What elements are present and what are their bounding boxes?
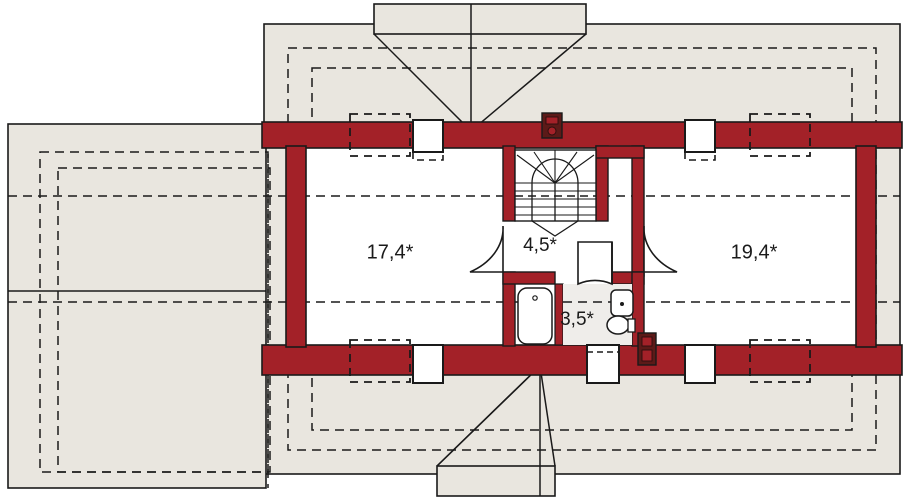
bathtub [517, 287, 553, 345]
window-bottom-left-dashed [349, 339, 411, 383]
window-top-left-dashed [349, 113, 411, 157]
dormer-top-hip-left [373, 33, 472, 132]
stair-direction-arrow [531, 220, 579, 237]
room-label-left: 17,4* [366, 241, 414, 264]
window-top-right [684, 119, 716, 153]
chimney-top [541, 112, 563, 139]
door-swings-group [469, 225, 678, 286]
window-bottom-left [412, 344, 444, 384]
wall-partition-hall-left [502, 145, 516, 222]
wall-exterior-top [261, 121, 903, 149]
window-bottom-right-dashed [749, 339, 811, 383]
dormer-bottom-box [436, 465, 556, 497]
window-top-left-sill [412, 119, 444, 153]
room-label-bath: 3,5* [560, 309, 594, 330]
wall-exterior-left [285, 145, 307, 348]
window-top-left-dash-tail [412, 152, 444, 161]
chimney-bath [637, 332, 657, 366]
toilet-bowl [606, 315, 630, 335]
room-label-right: 19,4* [730, 241, 778, 264]
dashed-annex-inner [57, 167, 271, 473]
door-hall-right [643, 225, 678, 273]
window-bottom-right [684, 344, 716, 384]
door-bath [577, 241, 613, 286]
wall-stub-core-top [595, 145, 645, 159]
chimney-bath-flue-b [641, 349, 653, 362]
window-top-right-dash-tail [684, 152, 716, 161]
wall-exterior-bottom [261, 344, 903, 376]
chimney-top-flue-a [545, 116, 559, 125]
bathtub-drain-icon [532, 295, 538, 301]
door-hall-left [469, 225, 504, 273]
staircase-winder [514, 149, 597, 237]
roof-left-annex [7, 123, 267, 489]
stair-inner-stringer [531, 158, 579, 221]
wall-bath-top-left [502, 271, 556, 285]
room-label-hall: 4,5* [523, 235, 557, 256]
wall-partition-core-right [631, 145, 645, 277]
wall-exterior-right [855, 145, 877, 348]
window-top-right-dashed [749, 113, 811, 157]
window-bath-bottom [586, 344, 620, 384]
dormer-top-hip-right [470, 33, 587, 132]
chimney-top-flue-b [547, 126, 557, 136]
toilet-cistern [627, 318, 636, 333]
bathroom-fixtures-group [517, 287, 636, 345]
openings-group [349, 113, 811, 384]
washbasin-drain-icon [620, 302, 624, 306]
dormer-top-box [373, 3, 587, 35]
chimney-bath-flue-a [641, 336, 653, 347]
